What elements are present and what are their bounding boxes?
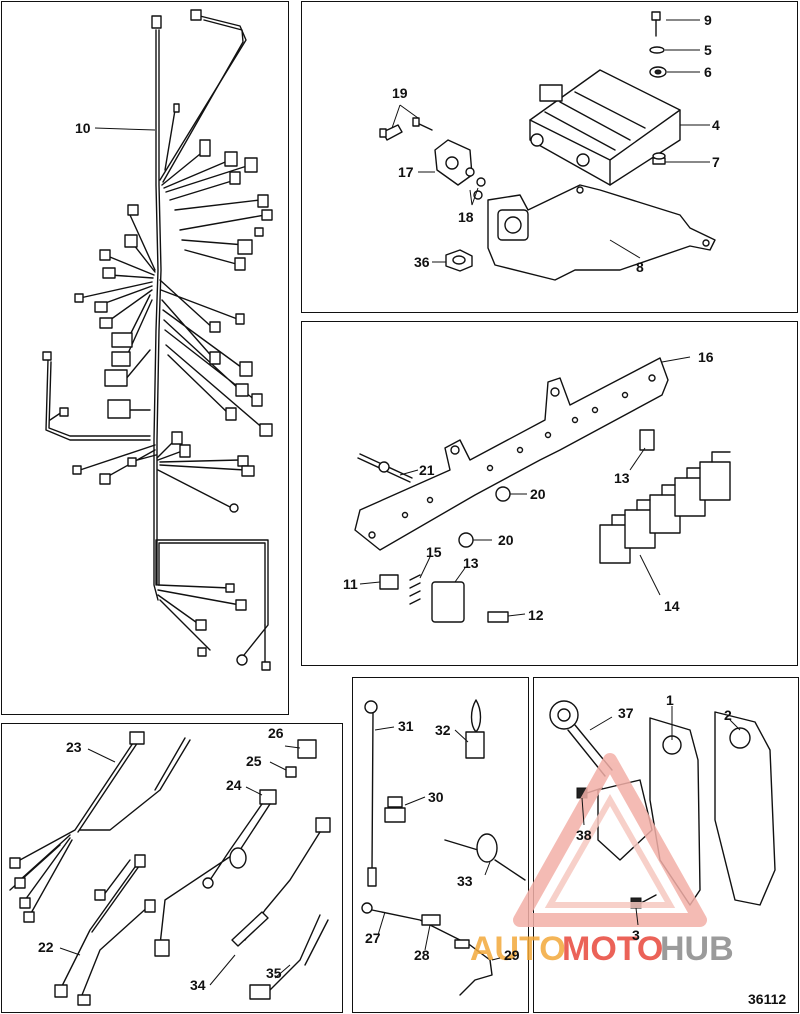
label-23: 23: [66, 739, 82, 755]
label-31: 31: [398, 718, 414, 734]
watermark-word-2: MOTO: [562, 930, 663, 968]
watermark-word-1: AUTO: [470, 930, 566, 968]
label-27: 27: [365, 930, 381, 946]
ecm-hardware: [649, 11, 667, 165]
connector-32: [465, 699, 485, 759]
label-29: 29: [504, 947, 520, 963]
harness-24-34: [154, 739, 331, 957]
label-25: 25: [246, 753, 262, 769]
watermark-logo: AUTO MOTO HUB: [470, 753, 734, 968]
label-34: 34: [190, 977, 206, 993]
label-10: 10: [75, 120, 91, 136]
label-15: 15: [426, 544, 442, 560]
label-20-upper: 20: [530, 486, 546, 502]
leader-lines: [59, 19, 741, 986]
label-36: 36: [414, 254, 430, 270]
ground-lead-31: [364, 700, 378, 887]
connector-components: [379, 429, 655, 623]
label-2: 2: [724, 707, 732, 723]
label-6: 6: [704, 64, 712, 80]
sensor-33: [444, 833, 526, 881]
nuts-20: [458, 486, 511, 548]
label-37: 37: [618, 705, 634, 721]
label-24: 24: [226, 777, 242, 793]
label-3: 3: [632, 927, 640, 943]
label-16: 16: [698, 349, 714, 365]
label-18: 18: [458, 209, 474, 225]
label-21: 21: [419, 462, 435, 478]
label-11: 11: [343, 576, 358, 592]
harness-35: [249, 914, 329, 1000]
label-1: 1: [666, 692, 674, 708]
label-8: 8: [636, 259, 644, 275]
label-35: 35: [266, 965, 282, 981]
mount-plate-2: [714, 711, 776, 906]
label-7: 7: [712, 154, 720, 170]
ecm-bracket: [487, 184, 716, 281]
label-12: 12: [528, 607, 544, 623]
label-22: 22: [38, 939, 54, 955]
label-13-lower: 13: [463, 555, 479, 571]
label-20-lower: 20: [498, 532, 514, 548]
stud-21: [357, 453, 413, 483]
sensor-30: [384, 796, 406, 823]
label-33: 33: [457, 873, 473, 889]
label-5: 5: [704, 42, 712, 58]
relay-bracket-16: [354, 357, 669, 551]
main-wire-harness: [42, 9, 273, 671]
sensor-17: [379, 117, 486, 200]
label-17: 17: [398, 164, 414, 180]
label-14: 14: [664, 598, 680, 614]
part-number-labels: 10 9 5 6 4 7 8 19 17 18 36 16 13 20 20 2…: [38, 12, 786, 1007]
panel-ecm-bracket: [301, 1, 798, 313]
watermark-word-3: HUB: [660, 930, 734, 968]
label-4: 4: [712, 117, 720, 133]
relays-14: [599, 451, 731, 564]
label-26: 26: [268, 725, 284, 741]
label-19: 19: [392, 85, 408, 101]
label-38: 38: [576, 827, 592, 843]
label-13-upper: 13: [614, 470, 630, 486]
label-9: 9: [704, 12, 712, 28]
diagram-id: 36112: [748, 991, 786, 1007]
label-28: 28: [414, 947, 430, 963]
ecm-module: [529, 69, 681, 186]
panel-sensors: [352, 677, 529, 1013]
label-32: 32: [435, 722, 451, 738]
harness-23-22: [9, 731, 191, 1006]
label-30: 30: [428, 789, 444, 805]
fuse-lead-27-28-29: [361, 902, 493, 996]
nut-36: [445, 249, 473, 272]
